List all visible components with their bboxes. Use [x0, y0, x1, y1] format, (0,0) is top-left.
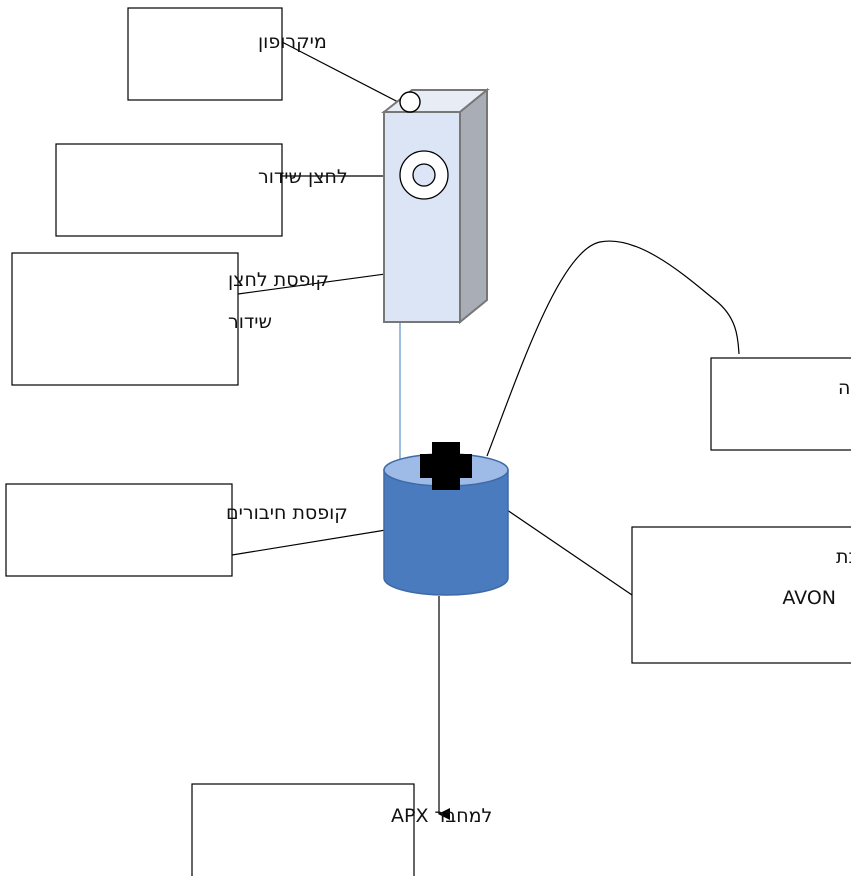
avon-connector-callout-box — [631, 526, 851, 664]
ptt-button-icon — [399, 150, 449, 200]
avon-connector-label-line2: AVON — [782, 587, 836, 609]
microphone-callout-box — [127, 7, 283, 101]
ptt-button-callout-box — [55, 143, 283, 237]
avon-connector-icon — [420, 442, 472, 490]
microphone-leader-line — [281, 41, 403, 105]
connection-box-callout-box — [5, 483, 233, 577]
connection-box-leader-line — [231, 527, 399, 556]
microphone-icon — [399, 91, 421, 113]
ptt-box-label-line2: שידור — [228, 311, 272, 333]
earpiece-wire — [486, 240, 740, 457]
cylinder-body — [383, 469, 509, 596]
earpiece-callout-box — [710, 357, 851, 451]
earpiece-label: אוזנייה — [838, 377, 851, 399]
ptt-box-leader-line — [237, 271, 401, 295]
connection-box-label: קופסת חיבורים — [226, 502, 348, 524]
ptt-button-label: לחצן שידור — [258, 166, 348, 188]
microphone-label: מיקרופון — [258, 31, 327, 53]
ptt-box-side-face — [459, 87, 488, 325]
ptt-box — [381, 87, 490, 325]
avon-connector-label-line1: מחבר למסכת — [836, 546, 851, 568]
apx-connector-label: למחבר APX — [391, 805, 492, 827]
apx-connector-callout-box — [191, 783, 415, 876]
ptt-box-front-face — [383, 111, 461, 323]
ptt-box-label-line1: קופסת לחצן — [228, 269, 329, 291]
ptt-box-callout-box — [11, 252, 239, 386]
